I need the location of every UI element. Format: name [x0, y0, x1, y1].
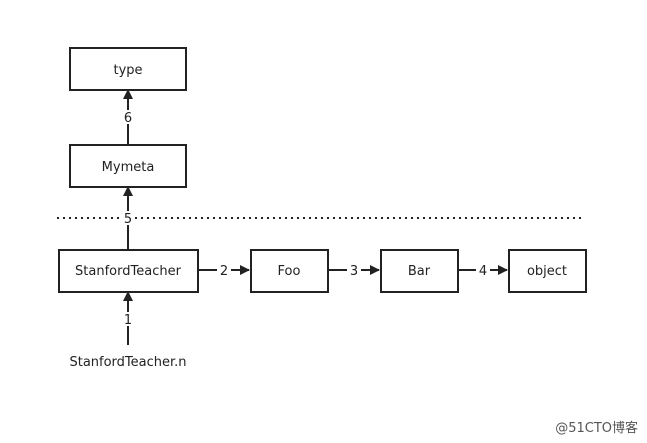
watermark: @51CTO博客: [555, 421, 638, 436]
node-type: type: [69, 47, 187, 91]
edge-label-5: 5: [124, 212, 132, 227]
edge-label-6: 6: [124, 111, 132, 126]
node-object: object: [508, 249, 587, 293]
node-type-label: type: [113, 63, 142, 78]
node-stanfordteacher: StanfordTeacher: [58, 249, 199, 293]
node-mymeta-label: Mymeta: [102, 160, 155, 175]
node-foo: Foo: [250, 249, 329, 293]
edge-label-3: 3: [350, 264, 358, 279]
node-stanfordteacher-label: StanfordTeacher: [75, 264, 182, 279]
instance-label: StanfordTeacher.n: [69, 355, 186, 370]
edge-label-1: 1: [124, 313, 132, 328]
node-bar: Bar: [380, 249, 459, 293]
edge-label-2: 2: [220, 264, 228, 279]
edge-label-4: 4: [479, 264, 487, 279]
node-object-label: object: [527, 264, 567, 279]
node-bar-label: Bar: [408, 264, 431, 279]
node-foo-label: Foo: [278, 264, 301, 279]
node-mymeta: Mymeta: [69, 144, 187, 188]
